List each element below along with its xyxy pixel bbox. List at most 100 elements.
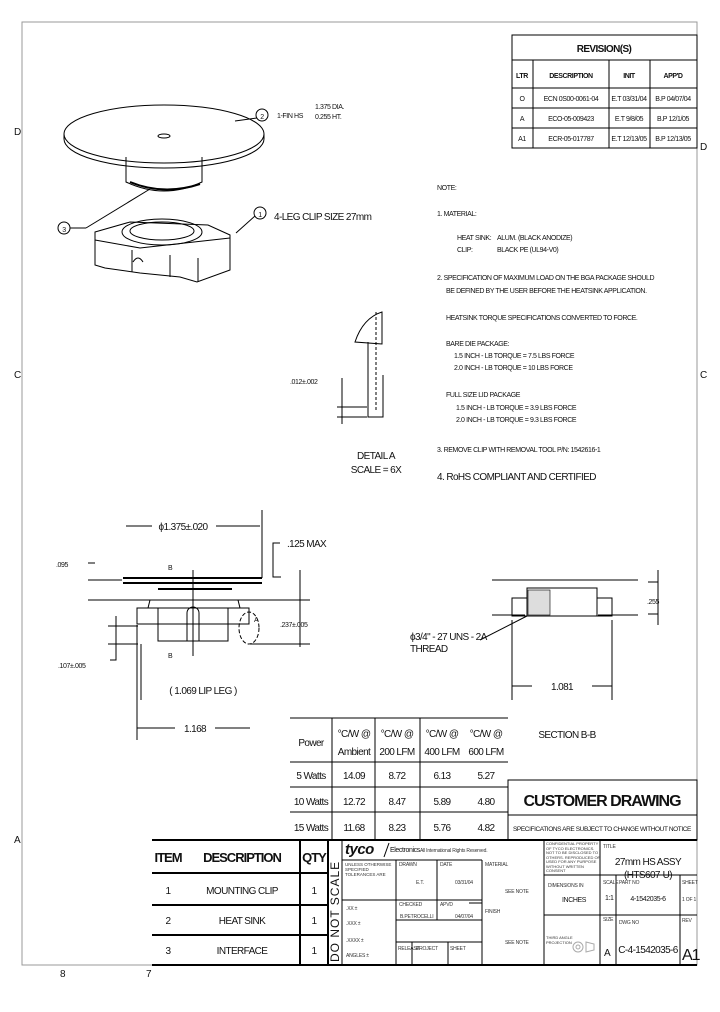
thermal-header: °C/W @	[381, 729, 414, 740]
thermal-cell: 6.13	[433, 771, 451, 782]
heatsink-height-label: 0.255 HT.	[315, 114, 342, 121]
item-cell: 1	[166, 886, 172, 897]
thermal-cell: 8.23	[388, 823, 406, 834]
isometric-view: 2 1 3 1-FIN HS 1.375 DIA. 0.255 HT. 4-LE…	[57, 104, 372, 283]
field-label: SHEET	[450, 946, 466, 952]
revision-cell: ECR-05-017787	[548, 136, 594, 143]
note-value: ALUM. (BLACK ANODIZE)	[497, 235, 572, 242]
field-label: PROJECT	[416, 946, 438, 952]
field-label: DIMENSIONS IN	[548, 883, 584, 889]
thermal-cell: 8.47	[388, 797, 406, 808]
confidential-notice: CONFIDENTIAL PROPERTY OF TYCO ELECTRONIC…	[546, 842, 601, 873]
item-cell: 3	[166, 946, 172, 957]
revision-cell: B.P 12/1/05	[657, 116, 690, 123]
detail-a-view: .012±.002 DETAIL A SCALE = 6X	[290, 311, 403, 476]
note-text: 2.0 INCH - LB TORQUE = 9.3 LBS FORCE	[456, 417, 577, 424]
detail-a-dimension: .012±.002	[290, 379, 318, 386]
item-cell: INTERFACE	[217, 946, 269, 957]
item-row: 3 INTERFACE 1	[166, 946, 319, 957]
leader-line	[235, 215, 256, 234]
part-number: 4-1542035-6	[630, 896, 666, 903]
revision-cell: ECN 0S00-0061-04	[544, 96, 599, 103]
tolerance-value: .XXXX ±	[346, 938, 364, 944]
spec-notice: SPECIFICATIONS ARE SUBJECT TO CHANGE WIT…	[513, 826, 692, 833]
thickness-dimension: .095	[56, 562, 69, 569]
thermal-cell: 5.89	[433, 797, 451, 808]
section-marker: B	[168, 653, 173, 660]
field-label: DATE	[440, 862, 453, 868]
revision-header: LTR	[516, 73, 528, 80]
thermal-header: 600 LFM	[468, 747, 504, 758]
customer-drawing-title: CUSTOMER DRAWING	[523, 793, 681, 810]
field-label: DWG NO	[619, 920, 639, 926]
note-label: HEAT SINK:	[457, 235, 492, 242]
leader-line	[234, 117, 258, 122]
revision-cell: E.T 9/8/05	[615, 116, 644, 123]
max-dimension: .125 MAX	[287, 539, 327, 550]
title-block: tyco Electronics All International Right…	[342, 840, 702, 965]
thermal-cell: 14.09	[343, 771, 366, 782]
scale-value: 1:1	[605, 895, 614, 902]
balloon-number: 1	[258, 212, 262, 219]
material-value: SEE NOTE	[505, 889, 530, 895]
lip-leg-dimension: ( 1.069 LIP LEG )	[169, 686, 237, 697]
revision-row: A1 ECR-05-017787 E.T 12/13/05 B.P 12/13/…	[518, 136, 692, 143]
note-text: 2.0 INCH - LB TORQUE = 10 LBS FORCE	[454, 365, 573, 372]
thermal-row: 15 Watts 11.68 8.23 5.76 4.82	[294, 823, 496, 834]
field-label: REV	[682, 918, 693, 924]
drawing-subtitle: (HTS607-U)	[624, 870, 672, 881]
section-b-b-view: .255 ϕ3/4" - 27 UNS - 2A THREAD 1.081 SE…	[410, 570, 660, 741]
tolerance-value: .XX ±	[346, 906, 358, 912]
zone-letter: C	[700, 370, 707, 381]
item-cell: HEAT SINK	[219, 916, 266, 927]
detail-a-scale: SCALE = 6X	[351, 465, 402, 476]
revision-row: A ECO-05-009423 E.T 9/8/05 B.P 12/1/05	[520, 116, 690, 123]
field-label: TITLE	[603, 844, 616, 850]
notes: NOTE: 1. MATERIAL: HEAT SINK: ALUM. (BLA…	[437, 185, 655, 483]
leader-line	[85, 188, 151, 229]
item-row: 1 MOUNTING CLIP 1	[166, 886, 319, 897]
thermal-cell: 12.72	[343, 797, 366, 808]
note-text: 1.5 INCH - LB TORQUE = 7.5 LBS FORCE	[454, 353, 575, 360]
thermal-table: Power °C/W @ Ambient °C/W @ 200 LFM °C/W…	[290, 717, 508, 840]
revision-cell: B.P 12/13/05	[655, 136, 691, 143]
size-value: A	[604, 948, 611, 959]
thermal-cell: 15 Watts	[294, 823, 329, 834]
section-title: SECTION B-B	[538, 730, 596, 741]
do-not-scale-label: DO NOT SCALE	[328, 861, 342, 962]
revision-cell: A	[520, 116, 525, 123]
revision-header: APP'D	[663, 73, 682, 80]
field-label: APVD	[440, 902, 453, 908]
zone-number: 7	[146, 969, 152, 980]
balloon-number: 2	[260, 114, 264, 121]
field-label: MATERIAL	[485, 862, 508, 868]
detail-a-title: DETAIL A	[357, 451, 396, 462]
thermal-cell: 5 Watts	[296, 771, 326, 782]
thermal-cell: 4.82	[477, 823, 495, 834]
drawing-number: C-4-1542035-6	[618, 945, 679, 956]
customer-drawing-box: CUSTOMER DRAWING SPECIFICATIONS ARE SUBJ…	[507, 779, 698, 841]
field-label: SCALE	[603, 880, 619, 886]
revision-cell: E.T 12/13/05	[611, 136, 647, 143]
field-label: RELEASE	[398, 946, 421, 952]
thermal-cell: 10 Watts	[294, 797, 329, 808]
revision-table: REVISION(S) LTR DESCRIPTION INIT APP'D O…	[511, 34, 698, 149]
side-view: ϕ1.375±.020 .125 MAX .095 B B A .237±.00…	[56, 510, 328, 740]
field-label: DRAWN	[399, 862, 417, 868]
thermal-header: 200 LFM	[379, 747, 415, 758]
projection-label: THIRD ANGLE PROJECTION	[546, 935, 573, 945]
tolerance-value: .XXX ±	[346, 921, 361, 927]
note-text: BARE DIE PACKAGE:	[446, 341, 510, 348]
zone-letter: A	[14, 835, 21, 846]
zone-number: 8	[60, 969, 66, 980]
checked-by: B.PETROCELLI	[400, 914, 433, 920]
section-marker: B	[168, 565, 173, 572]
revision-cell: A1	[518, 136, 526, 143]
field-label: CHECKED	[399, 902, 423, 908]
zone-letter: C	[14, 370, 21, 381]
logo-subtitle: Electronics	[390, 847, 421, 854]
width-dimension: 1.081	[551, 682, 574, 693]
diameter-dimension: ϕ1.375±.020	[159, 522, 209, 533]
note-3: 3. REMOVE CLIP WITH REMOVAL TOOL P/N: 15…	[437, 447, 601, 454]
item-cell: 1	[312, 916, 318, 927]
